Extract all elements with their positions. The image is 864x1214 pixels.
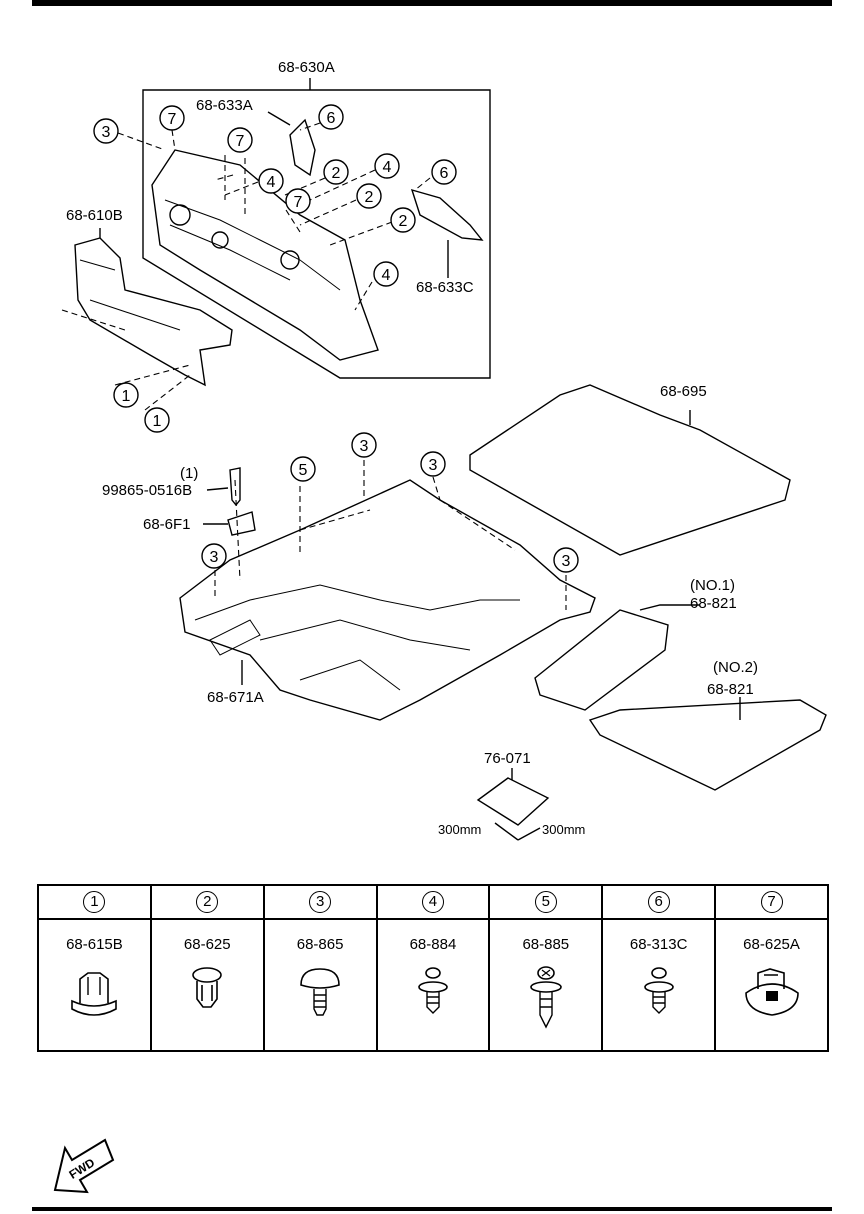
legend-part-4: 68-884 [409,936,457,953]
legend-header-row: 1 2 3 4 5 6 7 [37,884,829,920]
trunk-mat-695 [469,384,791,556]
legend-part-2: 68-625 [183,936,231,953]
legend-num-6: 6 [601,884,717,920]
sample-piece-071 [476,777,550,826]
callout-2: 2 [332,165,341,182]
fir-tree-clip-icon [418,967,448,1014]
retainer-clip-icon [744,968,799,1016]
top-border [32,0,832,6]
legend-part-7: 68-625A [743,936,800,953]
label-821-no1: 68-821 [690,595,737,612]
label-633C: 68-633C [416,279,474,296]
bolt-icon [229,467,241,507]
dash-panel-frame [142,89,491,379]
callout-4: 4 [267,174,276,191]
legend-cell-3: 68-865 [262,918,378,1052]
label-bolt-qty: (1) [180,465,198,482]
label-821-no2: 68-821 [707,681,754,698]
insulator-633A [289,118,316,177]
fir-tree-clip-icon [643,967,674,1014]
fwd-arrow-icon: FWD [53,1138,115,1194]
label-630A: 68-630A [278,59,335,76]
rear-mat-no1 [534,609,669,711]
callout-2: 2 [365,189,374,206]
label-071: 76-071 [484,750,531,767]
floor-carpet-671A [179,479,596,721]
callout-3: 3 [429,457,438,474]
bottom-border [32,1207,832,1211]
legend-num-7: 7 [714,884,829,920]
callout-1: 1 [122,388,131,405]
label-671A: 68-671A [207,689,264,706]
legend-cell-5: 68-885 [488,918,604,1052]
callout-7: 7 [168,111,177,128]
legend-cell-6: 68-313C [601,918,717,1052]
callout-3: 3 [102,124,111,141]
legend-cell-2: 68-625 [149,918,265,1052]
label-633A: 68-633A [196,97,253,114]
callout-4: 4 [382,267,391,284]
rear-mat-no2 [588,699,827,791]
legend-cell-4: 68-884 [375,918,491,1052]
label-no2: (NO.2) [713,659,758,676]
callout-5: 5 [299,462,308,479]
callout-4: 4 [383,159,392,176]
callout-1: 1 [153,413,162,430]
label-695: 68-695 [660,383,707,400]
legend-num-1: 1 [37,884,152,920]
legend-part-1: 68-615B [66,936,123,953]
dim-height: 300mm [542,822,585,837]
legend-part-5: 68-885 [522,936,570,953]
legend-num-3: 3 [262,884,378,920]
legend-part-6: 68-313C [629,936,688,953]
insulator-633C [410,188,484,241]
legend-cell-7: 68-625A [714,918,829,1052]
push-nut-icon [71,972,118,1016]
mushroom-clip-icon [300,968,340,1016]
legend-body-row: 68-615B 68-625 68-865 68-884 68-885 68-3… [37,918,829,1052]
callout-3: 3 [360,438,369,455]
legend-num-4: 4 [375,884,491,920]
legend-part-3: 68-865 [296,936,344,953]
legend-num-5: 5 [488,884,604,920]
callout-3: 3 [210,549,219,566]
screw-rivet-icon [529,966,562,1029]
dim-width: 300mm [438,822,481,837]
callout-3: 3 [562,553,571,570]
legend-num-2: 2 [149,884,265,920]
label-610B: 68-610B [66,207,123,224]
callout-6: 6 [327,110,336,127]
label-6F1: 68-6F1 [143,516,191,533]
callout-7: 7 [294,194,303,211]
callout-2: 2 [399,213,408,230]
clip-6F1 [227,511,256,536]
insulator-610B [74,237,233,387]
label-bolt: 99865-0516B [102,482,192,499]
clip-legend-table: 1 2 3 4 5 6 7 68-615B 68-625 68-865 68-8… [37,884,829,1052]
callout-7: 7 [236,133,245,150]
label-no1: (NO.1) [690,577,735,594]
dash-insulator-630A [151,149,379,361]
legend-cell-1: 68-615B [37,918,152,1052]
callout-6: 6 [440,165,449,182]
push-clip-icon [192,967,223,1008]
